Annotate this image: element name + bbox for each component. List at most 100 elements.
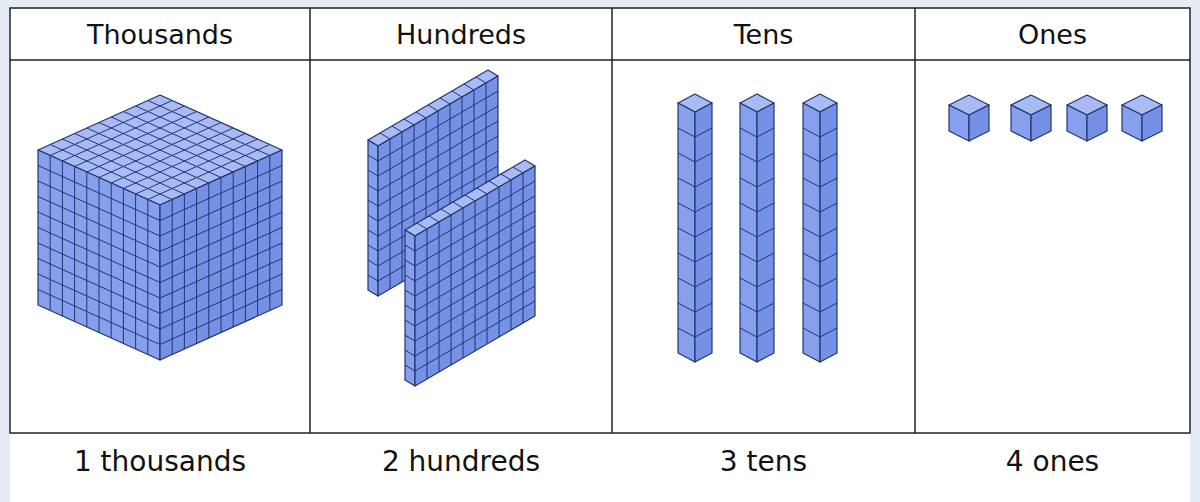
grid-line [380,133,390,139]
grid-line [415,211,535,281]
column-header: Ones [915,20,1190,50]
block-face [969,105,989,141]
grid-line [695,203,712,212]
one-cube [949,95,989,141]
grid-line [405,335,415,341]
block-face [38,150,160,360]
column-divider [914,8,916,433]
grid-line [38,290,160,345]
grid-line [820,203,837,212]
grid-line [38,274,160,329]
grid-line [405,245,415,251]
grid-line [757,178,774,187]
grid-line [757,228,774,237]
grid-line [678,153,695,162]
grid-line [404,119,414,125]
grid-line [160,228,282,283]
grid-line [453,202,463,208]
grid-line [160,290,282,345]
grid-line [368,245,378,251]
grid-line [464,84,474,90]
grid-line [820,253,837,262]
block-face [1031,105,1051,141]
grid-line [757,303,774,312]
header-divider [10,59,1190,61]
grid-line [111,117,233,172]
block-face [1122,105,1142,141]
block-face [1087,105,1107,141]
grid-line [452,91,462,97]
one-cube [1122,95,1162,141]
grid-line [160,243,282,298]
grid-line [160,181,282,236]
grid-line [757,203,774,212]
ten-rod [803,94,837,362]
grid-line [405,290,415,296]
base-ten-blocks [38,70,1162,386]
block-face [757,103,774,362]
block-face [820,103,837,362]
grid-line [160,212,282,267]
grid-line [757,128,774,137]
grid-line [803,253,820,262]
grid-line [803,203,820,212]
grid-line [38,166,160,221]
grid-line [428,105,438,111]
grid-line [368,275,378,281]
grid-line [378,106,498,176]
grid-line [123,112,245,167]
grid-line [405,350,415,356]
block-face [405,230,415,386]
block-face [949,105,969,141]
place-value-count: 1 thousands [10,447,310,478]
grid-line [757,328,774,337]
grid-line [416,112,426,118]
block-face [368,140,378,296]
grid-line [368,230,378,236]
grid-line [740,253,757,262]
grid-line [415,286,535,356]
grid-line [695,228,712,237]
grid-line [160,166,282,221]
grid-line [757,278,774,287]
grid-line [368,185,378,191]
grid-line [465,195,475,201]
grid-line [148,101,270,156]
block-face [1011,105,1031,141]
column-header: Hundreds [310,20,612,50]
grid-line [695,328,712,337]
table-border [10,8,1190,433]
grid-line [415,241,535,311]
hundred-flat [405,160,535,386]
grid-line [803,303,820,312]
grid-line [415,271,535,341]
grid-line [38,197,160,252]
grid-line [368,200,378,206]
grid-line [38,181,160,236]
grid-line [392,126,402,132]
grid-line [38,243,160,298]
grid-line [160,259,282,314]
grid-line [160,197,282,252]
grid-line [440,98,450,104]
grid-line [803,328,820,337]
one-cube [1067,95,1107,141]
place-value-count: 2 hundreds [310,447,612,478]
grid-line [378,91,498,161]
grid-line [678,303,695,312]
grid-line [38,228,160,283]
grid-line [429,216,439,222]
block-face [695,103,712,362]
grid-line [820,328,837,337]
grid-line [820,128,837,137]
place-value-count: 3 tens [612,447,915,478]
grid-line [678,278,695,287]
grid-line [415,301,535,371]
grid-line [740,203,757,212]
block-face [678,103,695,362]
grid-line [368,260,378,266]
grid-line [803,153,820,162]
grid-line [405,275,415,281]
grid-line [820,278,837,287]
grid-line [695,128,712,137]
